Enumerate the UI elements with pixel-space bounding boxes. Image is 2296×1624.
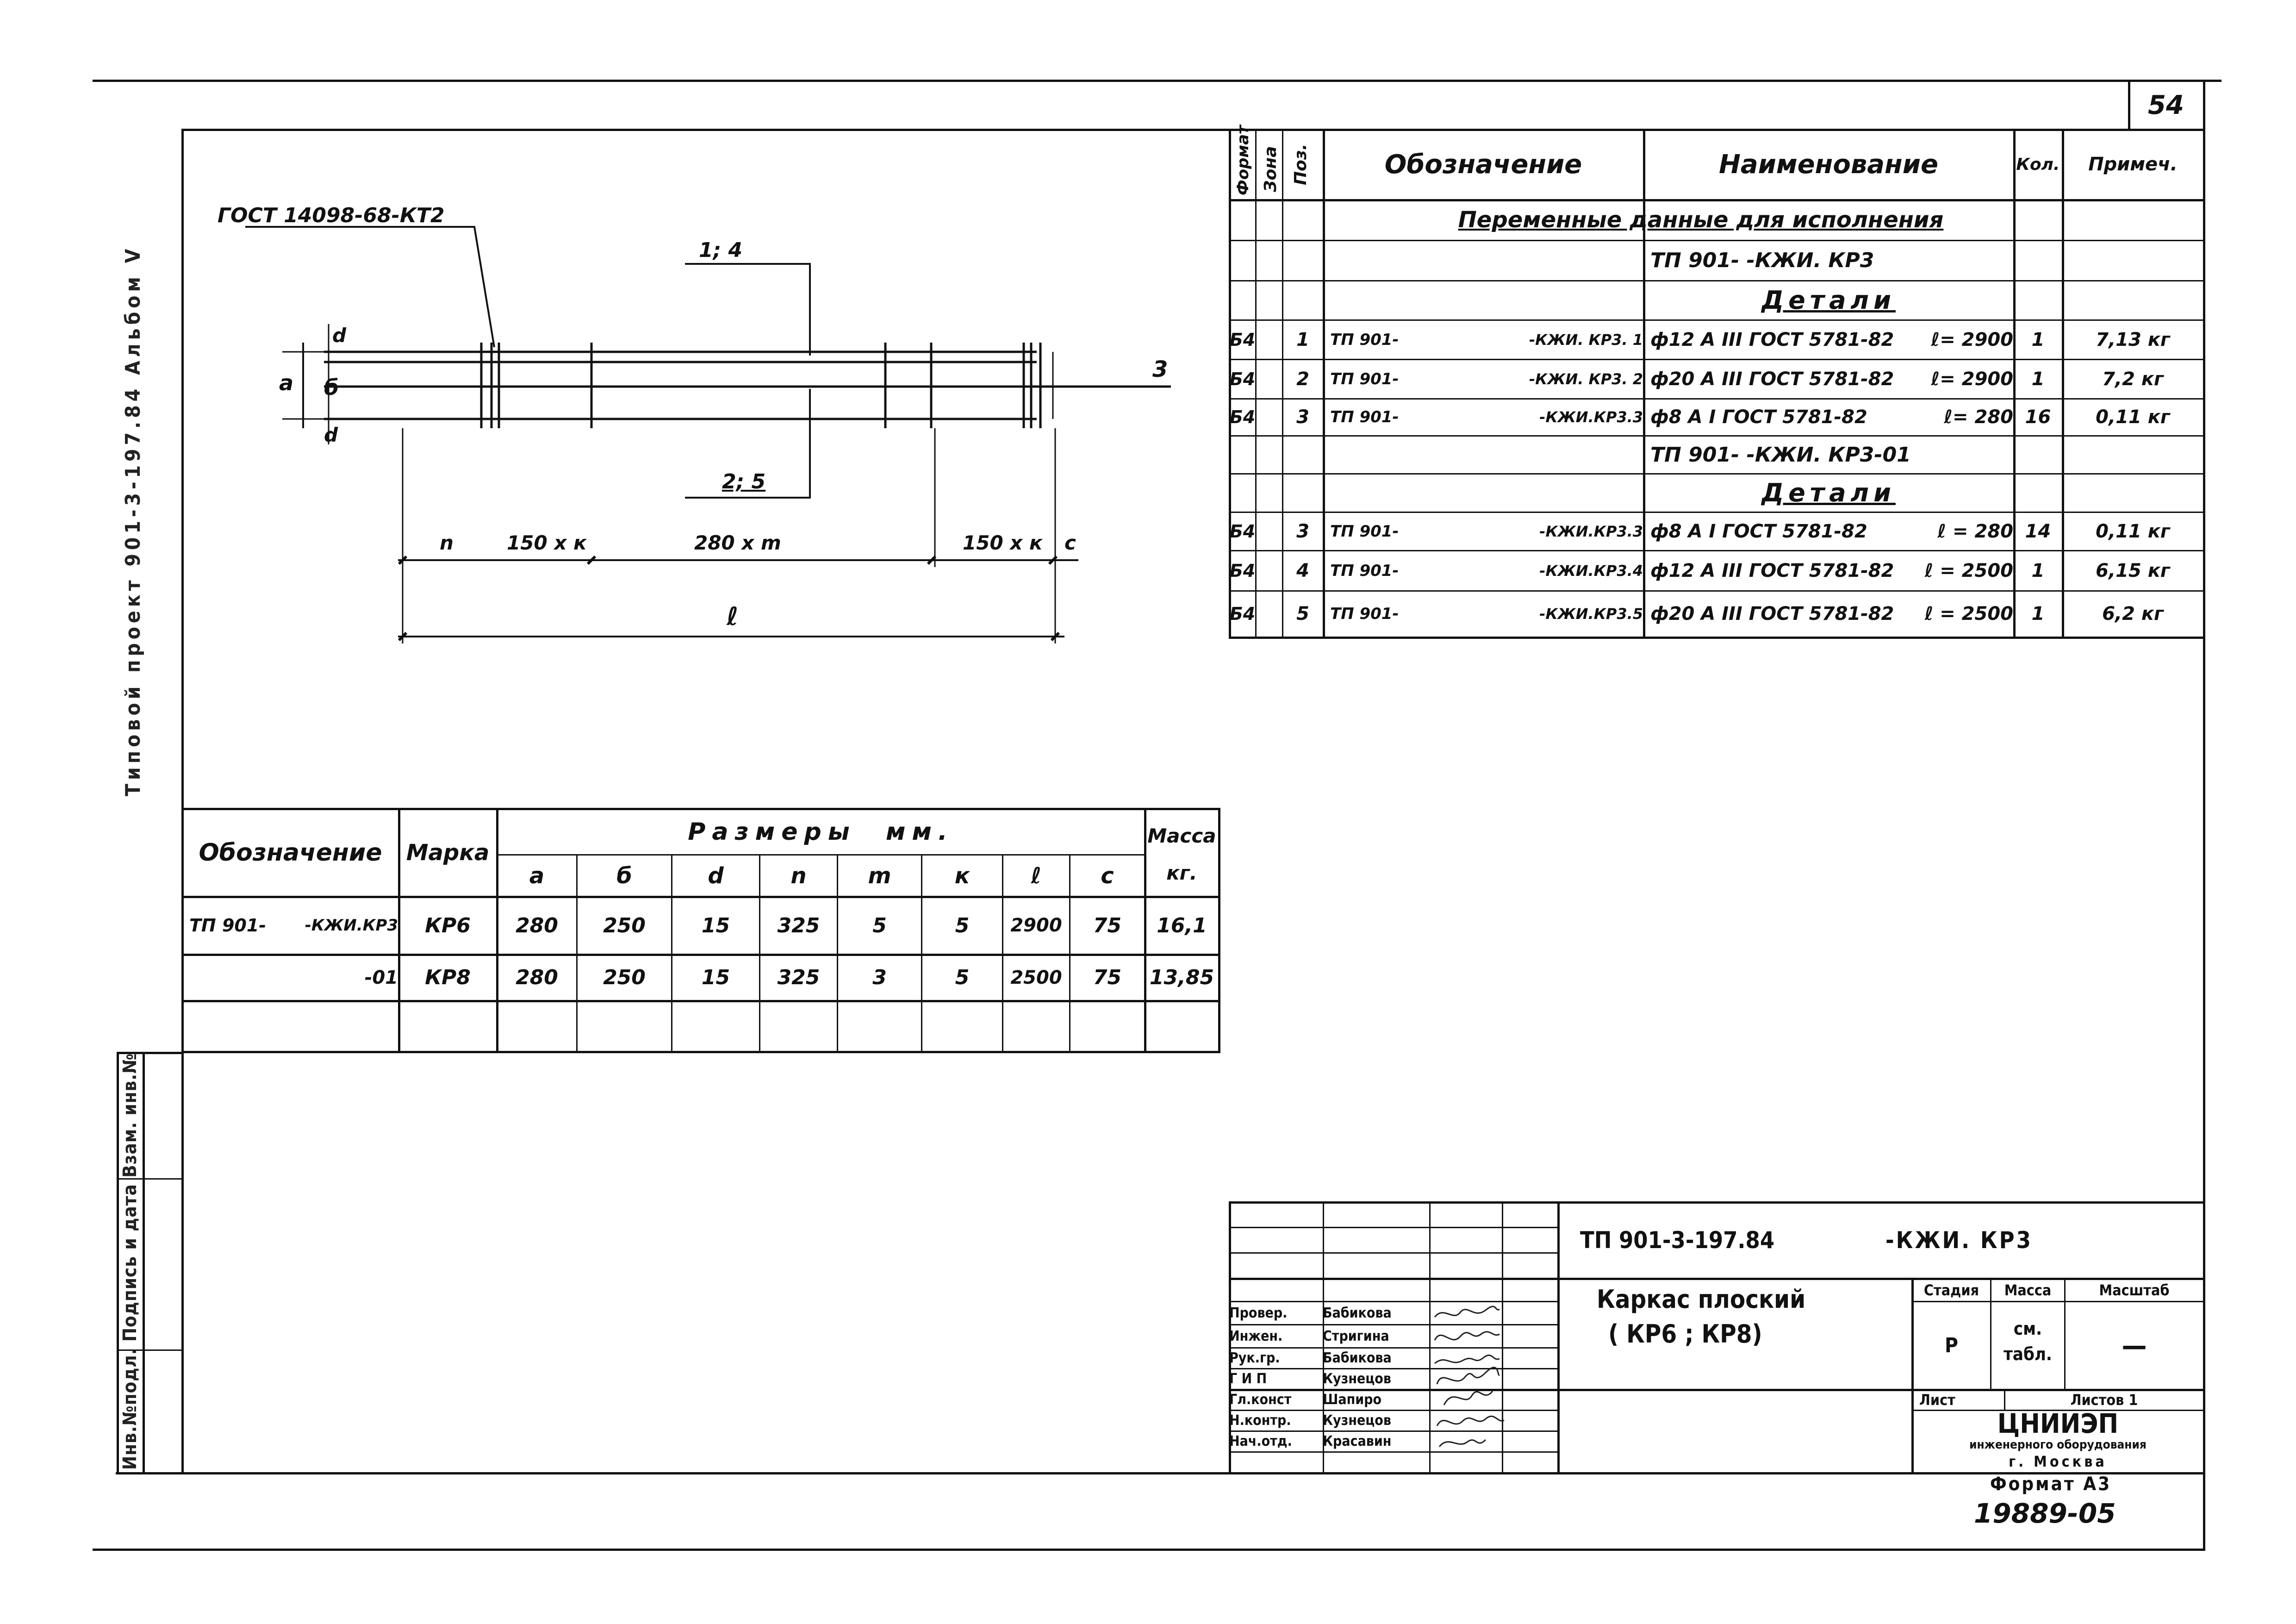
doc-title-line1: Каркас плоский — [1597, 1285, 1806, 1314]
dim-d-bottom: d — [324, 424, 338, 446]
frame-bottom-inner — [116, 1472, 2205, 1474]
spec-header-name: Наименование — [1719, 149, 1938, 180]
doc-title-line2: ( КР6 ; КР8) — [1608, 1319, 1762, 1349]
frame-left-inner — [181, 129, 184, 1474]
dims-header-mark: Марка — [406, 839, 490, 866]
dims-col-l: ℓ — [1031, 862, 1042, 889]
spec-variant-1-group: Детали — [1761, 286, 1896, 315]
spec-variant-1-code: ТП 901- -КЖИ. КР3 — [1650, 249, 1874, 272]
frame-right-inner — [2203, 80, 2205, 1549]
dims-header-mass: Масса — [1147, 824, 1216, 847]
spec-section-header: Переменные данные для исполнения — [1458, 207, 1944, 233]
callout-1-4: 1; 4 — [699, 238, 743, 262]
callout-3: 3 — [1152, 356, 1168, 382]
dims-col-m: m — [868, 862, 891, 889]
scale-label: Масштаб — [2099, 1281, 2170, 1299]
dim-n: n — [440, 531, 454, 554]
spec-header-note: Примеч. — [2088, 154, 2178, 175]
dims-header-sizes: Размеры мм. — [688, 818, 954, 846]
gost-label: ГОСТ 14098-68-КТ2 — [218, 204, 445, 227]
org-line2: инженерного оборудования — [1969, 1438, 2147, 1452]
side-strip-div2 — [117, 1349, 182, 1351]
dims-col-k: к — [954, 862, 970, 889]
frame-bottom-outer — [93, 1549, 2205, 1551]
dim-150k-right: 150 x к — [963, 531, 1043, 554]
spec-header-qty: Кол. — [2016, 155, 2060, 174]
dim-a: a — [279, 370, 294, 395]
dim-150k-left: 150 x к — [507, 531, 587, 554]
side-strip-top — [117, 1052, 182, 1054]
dims-col-a: a — [529, 862, 545, 889]
dim-d-top: d — [332, 324, 347, 347]
dims-header-mass-unit: кг. — [1166, 861, 1197, 884]
doc-code: ТП 901-3-197.84 — [1580, 1227, 1775, 1254]
dims-col-n: n — [790, 862, 807, 889]
dims-header-designation: Обозначение — [199, 838, 382, 867]
spec-header-designation: Обозначение — [1384, 149, 1582, 180]
doc-suffix: -КЖИ. КР3 — [1885, 1227, 2033, 1254]
dims-col-c: с — [1101, 862, 1114, 889]
spec-variant-2-code: ТП 901- -КЖИ. КР3-01 — [1650, 443, 1911, 467]
dims-col-b: б — [616, 862, 632, 889]
frame-pageno-left — [2128, 80, 2130, 130]
dims-col-d: d — [708, 862, 724, 889]
page-number: 54 — [2148, 90, 2184, 120]
spec-variant-2-group: Детали — [1761, 478, 1896, 507]
scale-value: — — [2122, 1329, 2147, 1362]
stage-label: Стадия — [1923, 1281, 1979, 1299]
dim-l: ℓ — [727, 602, 739, 631]
side-strip-left — [117, 1052, 119, 1473]
mass-value-2: табл. — [2004, 1344, 2052, 1364]
org-city: г. Москва — [2009, 1453, 2107, 1470]
bottom-code: 19889-05 — [1974, 1498, 2116, 1529]
dim-280m: 280 x m — [694, 531, 781, 554]
dim-c: с — [1064, 531, 1076, 554]
mass-label: Масса — [2004, 1281, 2052, 1299]
side-strip-mid — [143, 1052, 145, 1473]
sheets-label: Листов 1 — [2070, 1391, 2138, 1409]
mass-value-1: см. — [2013, 1318, 2042, 1339]
stage-value: Р — [1944, 1334, 1958, 1357]
callout-2-5: 2; 5 — [722, 470, 766, 493]
frame-top-outer — [93, 80, 2221, 82]
bottom-format: Формат А3 — [1990, 1474, 2112, 1495]
side-strip-div1 — [117, 1178, 182, 1180]
frame-top-inner — [181, 129, 2205, 131]
sheet-label: Лист — [1919, 1391, 1955, 1409]
dim-b: б — [324, 375, 339, 400]
org-name: ЦНИИЭП — [1997, 1410, 2119, 1437]
